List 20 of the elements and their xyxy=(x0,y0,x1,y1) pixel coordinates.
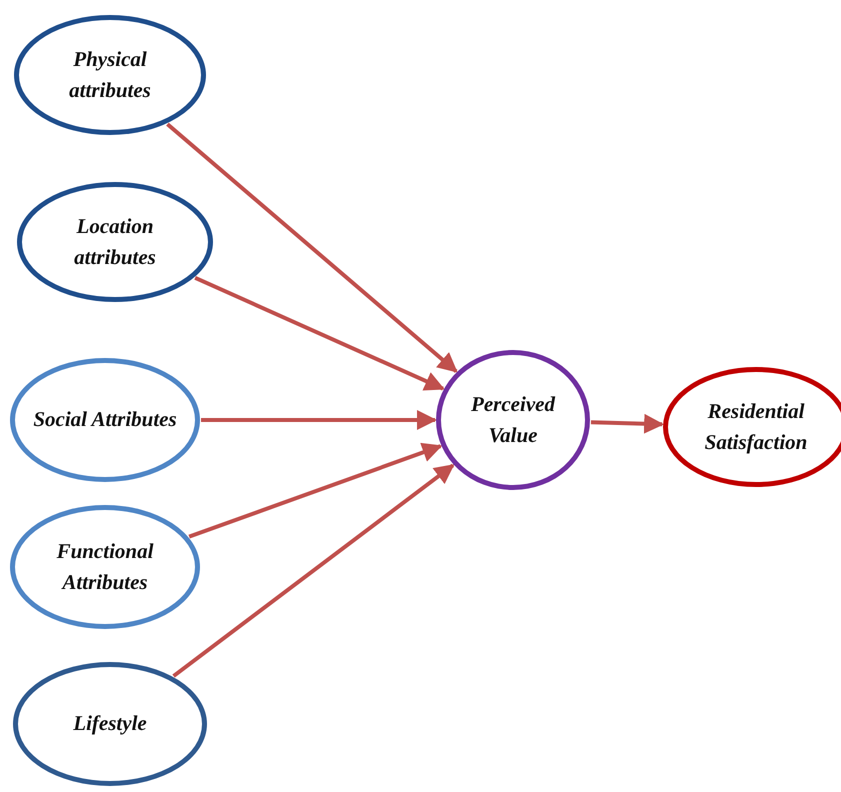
node-label: Physical attributes xyxy=(68,46,152,104)
arrow xyxy=(201,410,437,430)
construct-ellipse xyxy=(10,358,200,482)
construct-ellipse xyxy=(14,15,206,135)
node-label: Location attributes xyxy=(73,212,157,271)
node-label: Social Attributes xyxy=(33,406,177,434)
node-label: Lifestyle xyxy=(73,710,147,738)
arrow xyxy=(590,414,664,434)
construct-ellipse xyxy=(17,182,213,302)
node-label: Residential Satisfaction xyxy=(704,398,808,456)
construct-ellipse xyxy=(13,662,207,786)
outcome-ellipse xyxy=(663,367,841,487)
mediator-ellipse xyxy=(436,350,590,490)
node-label: Perceived Value xyxy=(470,390,556,449)
node-label: Functional Attributes xyxy=(56,538,154,596)
arrow xyxy=(172,464,455,678)
arrow xyxy=(194,276,445,391)
arrow xyxy=(166,122,458,373)
arrow xyxy=(188,442,442,539)
construct-ellipse xyxy=(10,505,200,629)
